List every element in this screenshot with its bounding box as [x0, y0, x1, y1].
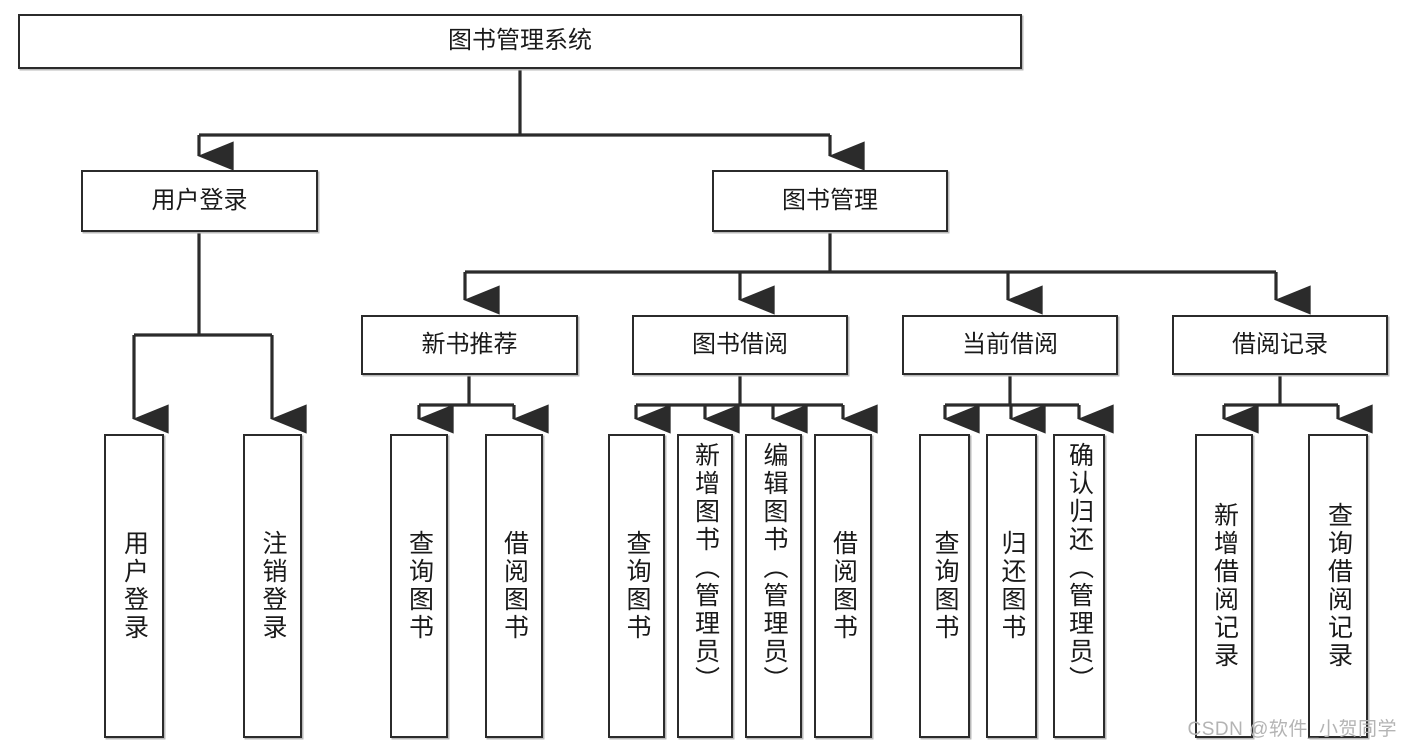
node-user-login[interactable]: 用户登录 [81, 170, 318, 232]
node-leaf-logout[interactable]: 注销登录 [243, 434, 302, 738]
node-label: 新增借阅记录 [1210, 502, 1239, 670]
node-label: 查询借阅记录 [1324, 502, 1353, 670]
node-leaf-confirm-return[interactable]: 确认归还（管理员） [1053, 434, 1105, 738]
node-leaf-borrow-book-1[interactable]: 借阅图书 [485, 434, 543, 738]
node-label: 图书管理系统 [448, 27, 592, 55]
node-label: 借阅图书 [829, 530, 858, 642]
node-label: 图书管理 [782, 186, 878, 214]
node-new-book-rec[interactable]: 新书推荐 [361, 315, 578, 375]
node-label: 新增图书（管理员） [691, 442, 720, 694]
node-label: 图书借阅 [692, 330, 788, 358]
node-label: 新书推荐 [421, 330, 518, 358]
node-label: 用户登录 [120, 530, 149, 642]
node-label: 编辑图书（管理员） [760, 442, 788, 694]
node-borrow-record[interactable]: 借阅记录 [1172, 315, 1388, 375]
node-leaf-add-book[interactable]: 新增图书（管理员） [677, 434, 733, 738]
node-label: 用户登录 [151, 186, 248, 214]
node-leaf-borrow-book-2[interactable]: 借阅图书 [814, 434, 872, 738]
node-label: 确认归还（管理员） [1065, 442, 1094, 694]
node-label: 归还图书 [998, 530, 1026, 642]
node-leaf-add-record[interactable]: 新增借阅记录 [1195, 434, 1253, 738]
node-leaf-user-login[interactable]: 用户登录 [104, 434, 164, 738]
node-leaf-query-record[interactable]: 查询借阅记录 [1308, 434, 1368, 738]
node-leaf-edit-book[interactable]: 编辑图书（管理员） [745, 434, 802, 738]
node-label: 注销登录 [259, 530, 287, 642]
node-label: 查询图书 [405, 530, 434, 642]
node-label: 当前借阅 [962, 330, 1058, 358]
node-current-borrow[interactable]: 当前借阅 [902, 315, 1118, 375]
node-leaf-query-book-2[interactable]: 查询图书 [608, 434, 665, 738]
node-book-borrow[interactable]: 图书借阅 [632, 315, 848, 375]
node-leaf-query-book-3[interactable]: 查询图书 [919, 434, 970, 738]
node-label: 借阅图书 [500, 530, 529, 642]
node-leaf-return-book[interactable]: 归还图书 [986, 434, 1037, 738]
node-label: 查询图书 [623, 530, 651, 642]
node-label: 借阅记录 [1232, 330, 1328, 358]
node-book-manage[interactable]: 图书管理 [712, 170, 948, 232]
node-label: 查询图书 [931, 530, 959, 642]
node-leaf-query-book-1[interactable]: 查询图书 [390, 434, 448, 738]
node-root[interactable]: 图书管理系统 [18, 14, 1022, 69]
